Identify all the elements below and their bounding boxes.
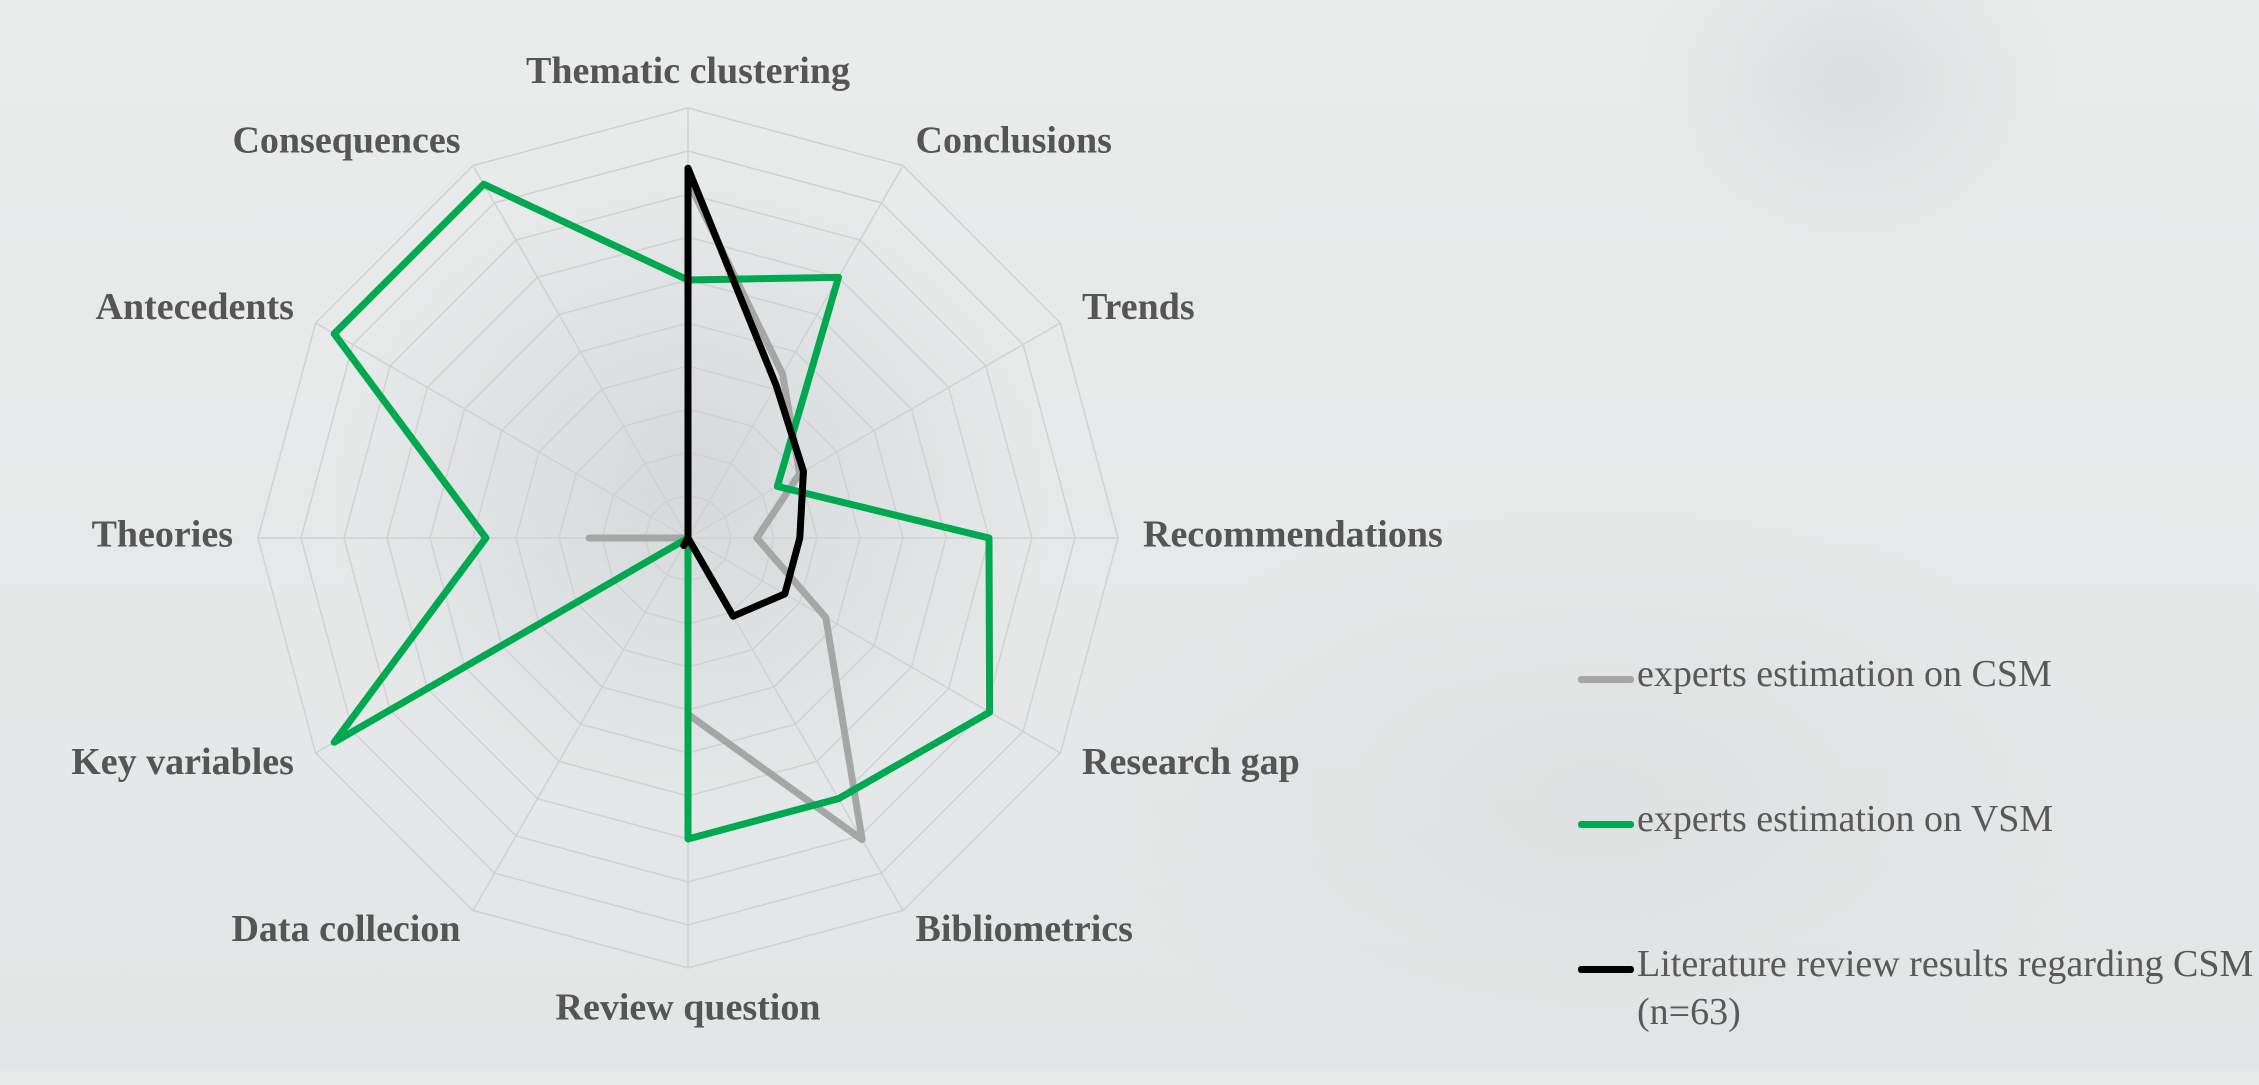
spoke-consequences <box>472 165 689 539</box>
legend-swatch-literature <box>1578 966 1634 973</box>
legend-swatch-csm <box>1578 676 1634 683</box>
chart-legend: experts estimation on CSM experts estima… <box>1575 650 2255 1085</box>
series-literature <box>680 164 807 620</box>
radar-series-layer <box>330 164 994 844</box>
legend-label-literature: Literature review results regarding CSM … <box>1637 943 2254 1033</box>
axis-label-review-question: Review question <box>556 986 821 1028</box>
axis-label-antecedents: Antecedents <box>96 286 294 328</box>
axis-label-data-collecion: Data collecion <box>231 908 460 950</box>
spoke-conclusions <box>687 165 904 539</box>
axis-label-theories: Theories <box>92 514 233 556</box>
spoke-antecedents <box>315 322 689 539</box>
axis-label-research-gap: Research gap <box>1082 741 1300 783</box>
axis-label-consequences: Consequences <box>232 120 460 162</box>
axis-label-trends: Trends <box>1082 286 1195 328</box>
legend-label-vsm: experts estimation on VSM <box>1637 798 2054 840</box>
legend-item-vsm: experts estimation on VSM <box>1575 795 2255 940</box>
axis-label-thematic-clustering: Thematic clustering <box>526 50 850 92</box>
legend-item-literature: Literature review results regarding CSM … <box>1575 940 2255 1085</box>
axis-label-key-variables: Key variables <box>71 741 294 783</box>
legend-swatch-vsm <box>1578 821 1634 828</box>
axis-label-recommendations: Recommendations <box>1143 514 1443 556</box>
axis-label-conclusions: Conclusions <box>916 120 1112 162</box>
series-vsm <box>330 180 994 843</box>
spoke-research-gap <box>687 537 1061 754</box>
radar-axis-labels: Thematic clusteringConclusionsTrendsReco… <box>71 50 1443 1028</box>
spoke-data-collecion <box>472 537 689 911</box>
spoke-trends <box>687 322 1061 539</box>
axis-label-bibliometrics: Bibliometrics <box>916 908 1133 950</box>
legend-item-csm: experts estimation on CSM <box>1575 650 2255 795</box>
legend-label-csm: experts estimation on CSM <box>1637 653 2052 695</box>
